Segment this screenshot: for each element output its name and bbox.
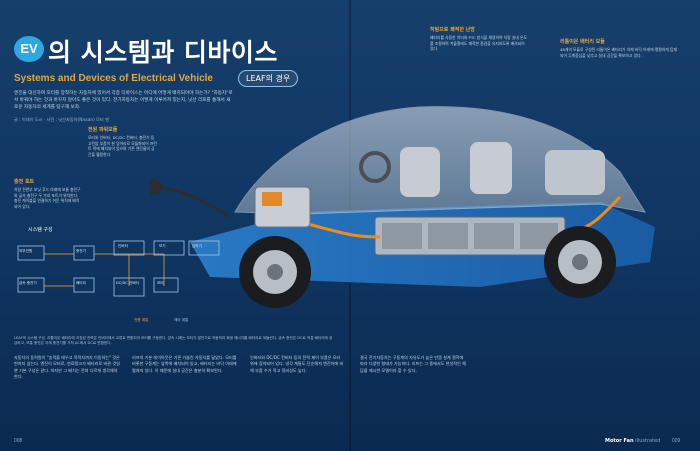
magazine-sub: illustrated [635,438,661,444]
magazine-logo: Motor Fan illustrated [605,438,660,444]
diagram-node-fast-charger: 급속 충전기 [19,281,37,285]
diagram-node-reducer: 감속기 [192,244,202,248]
article-title: 의 시스템과 디바이스 [48,38,278,67]
callout-charge-port-head: 충전 포트 [14,179,35,185]
ev-badge: EV [14,36,44,62]
diagram-legend-power: 전원 계통 [134,318,149,322]
callout-battery-text: 48개의 모듈로 구성된 리튬이온 배터리가 차체 바닥 아래에 평평하게 탑재… [560,46,677,58]
callout-battery: 리튬이온 배터리 모듈 48개의 모듈로 구성된 리튬이온 배터리가 차체 바닥… [560,39,680,58]
diagram-node-charger: 충전기 [76,249,86,253]
callout-power-module-head: 전원 파워모듈 [88,127,118,133]
diagram-node-accessory: 보기 [159,244,166,248]
page-number-right: 009 [672,438,681,444]
diagram-legend-control: 제어 계통 [174,318,189,322]
callout-heater-text: 배터리를 사용한 히터와 PTC 방식을 채용하여 차량 실내 온도를 조절하며… [430,34,528,52]
figure-caption: LEAF의 시스템 구성. 리튬이온 배터리에 저장된 전력은 인버터에서 교류… [14,336,333,346]
page-number-left: 008 [14,438,23,444]
front-wheel [239,236,311,308]
diagram-title: 시스템 구성 [28,227,53,233]
callout-charge-port-text: 차량 전면부 보닛 후드 아래에 보통 충전구와 급속 충전구 두 가지 포트가… [14,186,81,210]
callout-battery-head: 리튬이온 배터리 모듈 [560,39,605,45]
car-cutaway-illustration [150,106,655,308]
system-diagram: 시스템 구성 외부전원 급속 충전기 충전기 배터리 인버터 DC/DC 컨버터… [14,226,224,330]
diagram-node-motor: 모터 [157,281,164,285]
byline: 글 : 이데이 도시 · 사진 : 닛산자동차(Nissan) 모터 팬 [14,117,109,122]
diagram-node-external-power: 외부전원 [19,249,33,253]
model-pill: LEAF의 경우 [238,70,299,87]
callout-power-module: 전원 파워모듈 모터와 인버터, DC/DC 컨버터, 충전기 등 고전압 부품… [88,127,158,158]
diagram-node-dcdc: DC/DC 컨버터 [116,281,139,285]
magazine-name: Motor Fan [605,438,634,444]
body-column-2: 리프의 기본 레이아웃은 기존 가솔린 자동차를 닮았다. 모터를 비롯한 구동… [132,355,237,373]
rear-wheel [544,226,616,298]
callout-power-module-text: 모터와 인버터, DC/DC 컨버터, 충전기 등 고전압 부품이 한 덩어리로… [88,134,157,158]
article-subtitle-en: Systems and Devices of Electrical Vehicl… [14,73,213,84]
body-column-1: 자동차의 동력원이 "승객을 태우고 목적지까지 이동하는" 것은 변하지 않는… [14,355,120,379]
body-column-3: 인버터와 DC/DC 컨버터 등의 전력 제어 부품은 모터 위에 집약되어 있… [250,355,344,373]
diagram-node-inverter: 인버터 [118,244,128,248]
body-column-4: 결국 전기자동차는 구동계의 자유도가 높은 만큼 설계 철학에 따라 다양한 … [360,355,466,373]
callout-heater-head: 히팅으로 쾌적한 난방 [430,27,475,33]
callout-heater: 히팅으로 쾌적한 난방 배터리를 사용한 히터와 PTC 방식을 채용하여 차량… [430,27,528,52]
callout-charge-port: 충전 포트 차량 전면부 보닛 후드 아래에 보통 충전구와 급속 충전구 두 … [14,179,82,210]
lead-paragraph: 엔진을 대신하여 모터를 장착하는 자동차에 있어서 각종 디바이스는 어디에 … [14,91,233,110]
diagram-node-battery: 배터리 [76,281,86,285]
